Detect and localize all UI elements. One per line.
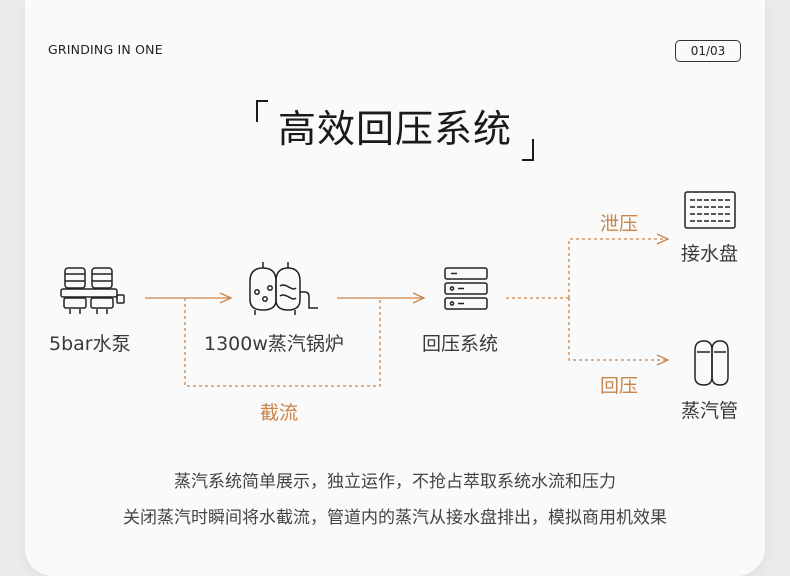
node-label-tray: 接水盘 — [681, 243, 739, 265]
node-label-boiler: 1300w蒸汽锅炉 — [204, 333, 344, 355]
relief-arrow-head — [656, 233, 670, 245]
node-label-system: 回压系统 — [422, 333, 499, 355]
title-container: 高效回压系统 — [0, 98, 790, 161]
bracket-left-icon — [255, 100, 268, 122]
flow-label-intercept: 截流 — [260, 402, 299, 424]
arrow-pump-to-boiler-head — [219, 292, 233, 304]
drip-tray-icon — [684, 191, 736, 229]
node-label-pump: 5bar水泵 — [49, 333, 131, 355]
backpressure-branch — [568, 298, 667, 361]
page-title: 高效回压系统 — [255, 98, 534, 161]
brand-label: GRINDING IN ONE — [48, 42, 163, 57]
flow-label-backpressure: 回压 — [600, 375, 639, 397]
relief-branch — [568, 238, 667, 298]
page-indicator: 01/03 — [675, 40, 741, 62]
server-stack-icon — [444, 267, 488, 310]
steam-pipe-icon — [694, 340, 729, 386]
flow-connectors — [145, 233, 670, 387]
pump-icon — [60, 267, 125, 314]
intercept-loop — [184, 298, 381, 387]
description-line-2: 关闭蒸汽时瞬间将水截流，管道内的蒸汽从接水盘排出，模拟商用机效果 — [123, 508, 667, 528]
backpressure-arrow-head — [656, 354, 670, 366]
description-line-1: 蒸汽系统简单展示，独立运作，不抢占萃取系统水流和压力 — [174, 472, 616, 492]
page-title-text: 高效回压系统 — [277, 107, 512, 151]
flow-label-relief: 泄压 — [600, 213, 639, 235]
content-card — [25, 0, 765, 576]
arrow-boiler-to-system-head — [412, 292, 426, 304]
boiler-icon — [249, 262, 318, 315]
bracket-right-icon — [522, 139, 534, 161]
node-label-pipe: 蒸汽管 — [681, 400, 739, 422]
